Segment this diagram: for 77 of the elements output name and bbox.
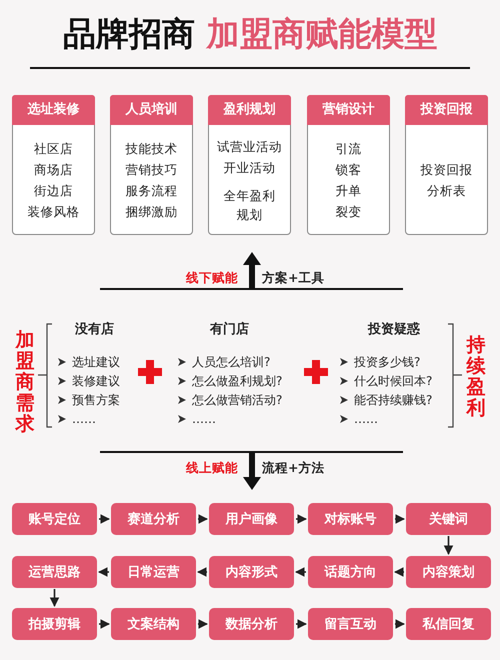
process-box: 赛道分析 [111, 503, 196, 535]
card-text: 投资回报分析表 [420, 160, 473, 200]
list-item: 选址建议 [72, 354, 120, 370]
info-card [12, 95, 95, 235]
arrow [394, 567, 404, 577]
card-text: 营销技巧 [126, 160, 178, 178]
process-box: 运营思路 [12, 556, 97, 588]
arrow [198, 514, 208, 524]
card-text: 捆绑激励 [126, 202, 178, 220]
card-text: 社区店 [34, 140, 73, 158]
process-box: 账号定位 [12, 503, 97, 535]
side-label: 持续盈利 [466, 335, 486, 419]
process-box: 话题方向 [308, 556, 393, 588]
arrow [295, 567, 306, 577]
column-heading: 没有店 [75, 322, 114, 338]
list-item: 人员怎么培训? [192, 354, 270, 370]
column-heading: 有门店 [210, 322, 249, 338]
section-label: 方案+工具 [262, 270, 324, 286]
list-item: …… [192, 411, 216, 427]
list-item: 预售方案 [72, 392, 120, 408]
list-item: 什么时候回本? [354, 373, 432, 389]
arrow [198, 619, 208, 629]
side-label: 加盟商需求 [15, 330, 35, 435]
list-item: 怎么做营销活动? [192, 392, 282, 408]
process-box: 关键词 [406, 503, 491, 535]
process-box: 拍摄剪辑 [12, 608, 97, 640]
list-item: 怎么做盈利规划? [192, 373, 282, 389]
card-text: 引流 [336, 140, 362, 158]
process-box: 内容形式 [209, 556, 294, 588]
arrow [50, 589, 60, 607]
card-header: 选址装修 [12, 95, 95, 125]
card-text: 街边店 [34, 182, 73, 200]
card-header: 投资回报 [405, 95, 488, 125]
arrow [296, 514, 307, 524]
process-box: 留言互动 [308, 608, 393, 640]
list-item: …… [72, 411, 96, 427]
process-box: 文案结构 [111, 608, 196, 640]
info-card [110, 95, 193, 235]
arrow [99, 514, 110, 524]
section-label: 线上赋能 [186, 460, 238, 476]
card-text: 技能技术 [126, 140, 178, 158]
card-text: 升单 [336, 182, 362, 200]
card-header: 人员培训 [110, 95, 193, 125]
process-box: 用户画像 [209, 503, 294, 535]
card-text: 装修风格 [28, 202, 80, 220]
process-box: 日常运营 [111, 556, 196, 588]
arrow [99, 619, 110, 629]
process-box: 私信回复 [406, 608, 491, 640]
section-label: 流程+方法 [262, 460, 324, 476]
process-box: 对标账号 [308, 503, 393, 535]
info-card [208, 95, 291, 235]
card-text: 商场店 [34, 160, 73, 178]
card-text: 全年盈利规划 [223, 186, 276, 224]
arrow [444, 536, 454, 555]
list-item: 能否持续赚钱? [354, 392, 432, 408]
arrow [395, 619, 405, 629]
info-card [307, 95, 390, 235]
column-heading: 投资疑惑 [368, 322, 420, 338]
list-item: 投资多少钱? [354, 354, 420, 370]
arrow [98, 567, 109, 577]
list-item: 装修建议 [72, 373, 120, 389]
card-text: 裂变 [336, 202, 362, 220]
card-text: 试营业活动 [217, 138, 282, 156]
card-header: 盈利规划 [208, 95, 291, 125]
info-card [405, 95, 488, 235]
arrow [197, 567, 207, 577]
section-label: 线下赋能 [186, 270, 238, 286]
process-box: 数据分析 [209, 608, 294, 640]
process-box: 内容策划 [406, 556, 491, 588]
arrow [395, 514, 405, 524]
card-text: 服务流程 [126, 182, 178, 200]
title: 品牌招商 加盟商赋能模型 [62, 13, 438, 55]
arrow [296, 619, 307, 629]
card-text: 锁客 [336, 160, 362, 178]
list-item: …… [354, 411, 378, 427]
card-text: 开业活动 [224, 158, 276, 176]
card-header: 营销设计 [307, 95, 390, 125]
